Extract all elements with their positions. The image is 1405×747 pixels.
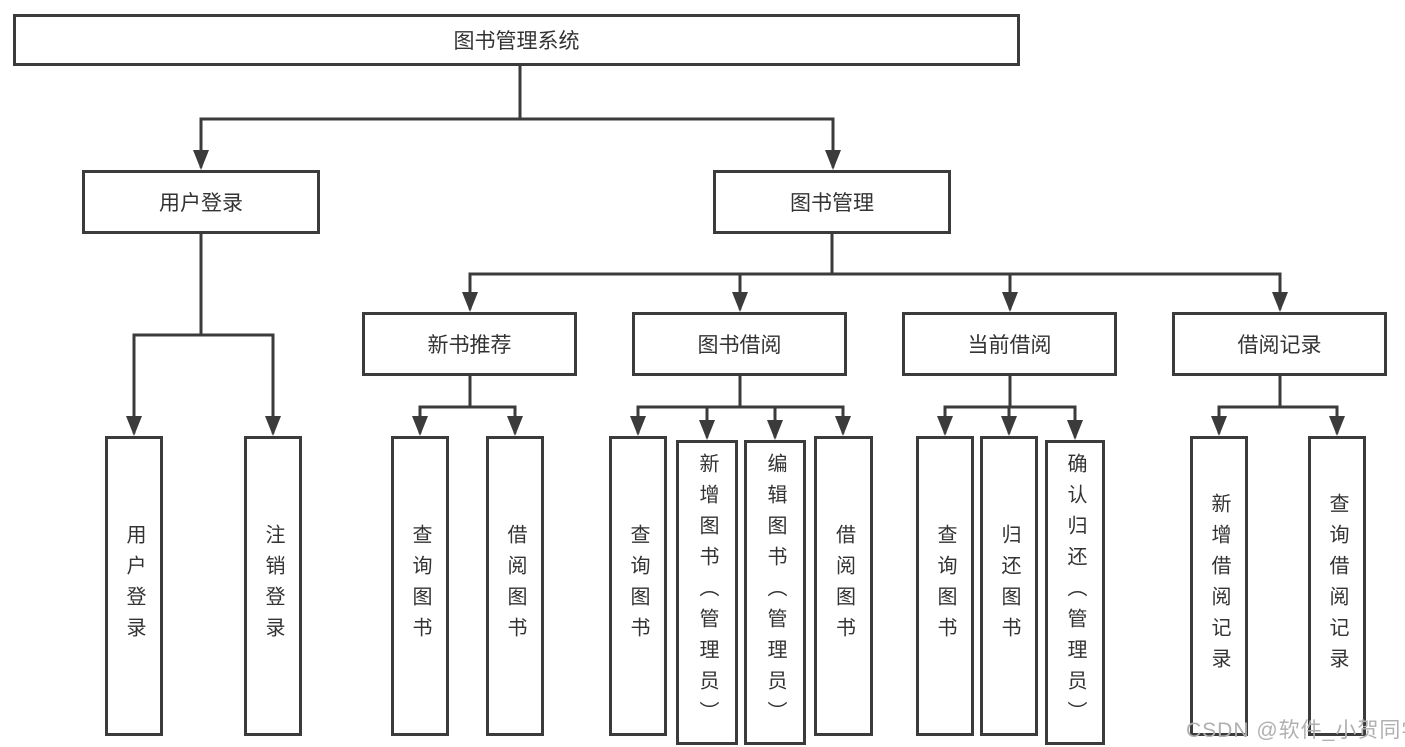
node-confirm-return-admin: 确认归还（管理员） [1045,440,1105,745]
node-book-borrowing: 图书借阅 [632,312,847,376]
node-add-borrow-record: 新增借阅记录 [1190,436,1248,736]
node-borrow-book-leaf: 借阅图书 [814,436,873,736]
node-query-books-recommend: 查询图书 [391,436,449,736]
node-query-borrow-record: 查询借阅记录 [1308,436,1366,736]
node-return-book: 归还图书 [980,436,1038,736]
node-library-management-system: 图书管理系统 [13,14,1020,66]
node-edit-book-admin: 编辑图书（管理员） [744,440,806,745]
node-book-management-branch: 图书管理 [713,170,951,234]
node-logout-leaf: 注销登录 [244,436,302,736]
node-current-borrowing: 当前借阅 [902,312,1117,376]
node-borrow-book-recommend: 借阅图书 [486,436,544,736]
node-query-books-current: 查询图书 [916,436,974,736]
node-user-login-leaf: 用户登录 [105,436,163,736]
node-query-books-borrowing: 查询图书 [609,436,667,736]
node-new-book-recommendation: 新书推荐 [362,312,577,376]
node-user-login-branch: 用户登录 [82,170,320,234]
node-add-book-admin: 新增图书（管理员） [676,440,738,745]
node-borrowing-records: 借阅记录 [1172,312,1387,376]
csdn-watermark: CSDN @软件_小贺同学 [1186,719,1405,742]
